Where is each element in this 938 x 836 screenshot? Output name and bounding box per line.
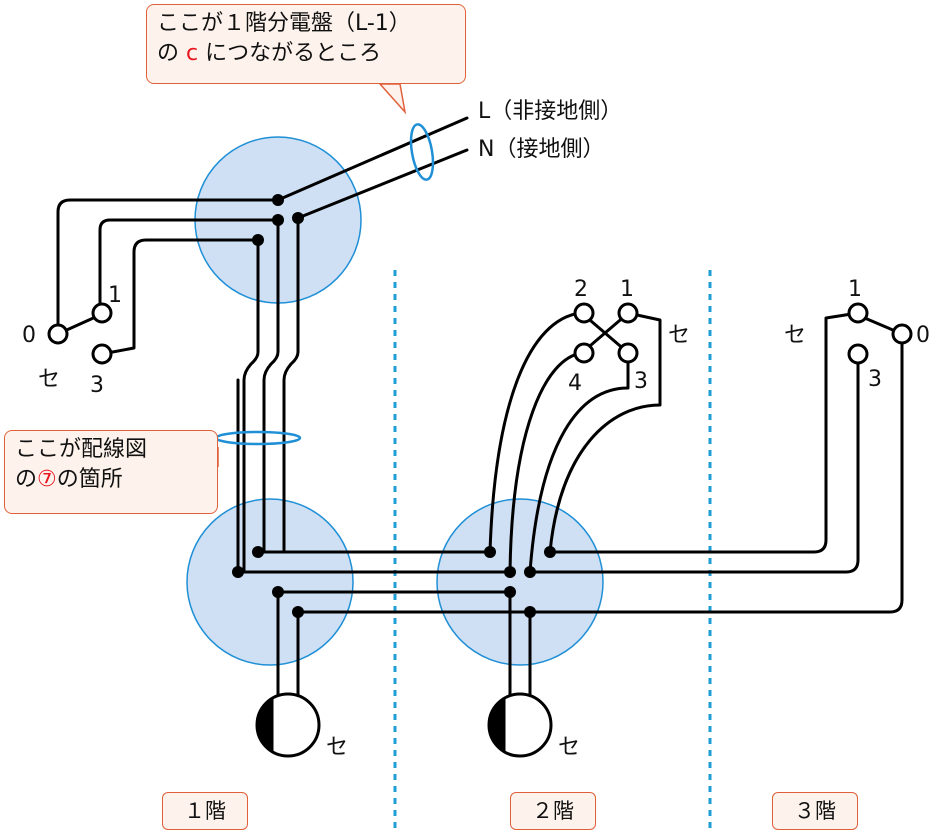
f2-terminal-1: [617, 302, 639, 324]
callout-top: ここが１階分電盤（L-1） の c につながるところ: [146, 4, 466, 84]
f3-terminal-1: [847, 302, 869, 324]
f2-mark: セ: [668, 323, 690, 348]
callout-mid: ここが配線図 の⑦の箇所: [4, 430, 218, 514]
wire-run-to-f3-0: [528, 332, 904, 614]
bundle-marker-mid: [214, 430, 302, 446]
callout-mid-line2: の⑦の箇所: [15, 465, 207, 495]
wire-f1-switch-0: [56, 198, 280, 336]
wire-vertical-b: [262, 218, 280, 554]
f2-terminal-3: [617, 342, 639, 364]
lamp-floor2: [487, 692, 553, 758]
f1-mark: セ: [38, 367, 60, 392]
wire-f2-4: [508, 351, 584, 574]
f1-label-1: 1: [108, 283, 122, 308]
callout-mid-line1: ここが配線図: [15, 437, 148, 462]
wire-f2-1: [548, 311, 662, 554]
junction-box-floor1: [186, 498, 354, 666]
f2-label-3: 3: [634, 369, 648, 394]
supply-n-label: N（接地側）: [478, 137, 604, 162]
callout-top-line2-post: につながるところ: [198, 41, 382, 66]
f1-terminal-0: [47, 323, 69, 345]
bundle-marker-top: [409, 123, 435, 181]
callout-mid-accent: ⑦: [37, 467, 57, 492]
floor-label-2: ２階: [510, 792, 596, 830]
lamp-floor1: [255, 692, 321, 758]
supply-wire-n: [296, 148, 469, 220]
wire-vertical-c: [282, 216, 300, 554]
supply-l-label: L（非接地側）: [478, 99, 622, 124]
floor-label-3: ３階: [772, 792, 858, 830]
wire-f1-switch-1: [98, 218, 280, 315]
f3-terminal-0: [891, 323, 913, 345]
f2-label-4: 4: [568, 371, 582, 396]
callout-top-line2-pre: の: [157, 41, 186, 66]
junction-box-floor2: [436, 498, 604, 666]
lamp1-mark: セ: [326, 735, 348, 760]
f1-terminal-3: [91, 343, 113, 365]
f2-cross-b: [582, 313, 628, 353]
callout-top-line2: の c につながるところ: [157, 39, 455, 69]
callout-top-accent: c: [186, 41, 199, 66]
f2-label-1: 1: [620, 277, 634, 302]
supply-wire-l: [276, 116, 469, 202]
callout-top-pointer: [378, 83, 407, 115]
callout-top-line1: ここが１階分電盤（L-1）: [157, 11, 411, 36]
wire-vertical-a: [242, 238, 260, 574]
callout-mid-line2-pre: の: [15, 467, 38, 492]
f2-label-2: 2: [574, 277, 588, 302]
f1-label-0: 0: [22, 323, 36, 348]
wire-f2-3: [528, 354, 630, 574]
f3-label-1: 1: [848, 277, 862, 302]
f3-mark: セ: [784, 323, 806, 348]
f2-terminal-4: [573, 342, 595, 364]
lamp2-mark: セ: [558, 735, 580, 760]
f3-label-0: 0: [916, 323, 930, 348]
wire-run-to-f3-3: [528, 352, 860, 574]
floor-label-1: １階: [162, 792, 248, 830]
f1-terminal-1: [91, 302, 113, 324]
callout-mid-line2-post: の箇所: [56, 467, 123, 492]
f2-terminal-2: [573, 302, 595, 324]
wire-run-to-f3-1: [548, 311, 860, 554]
wire-f2-2: [488, 311, 582, 554]
f3-label-3: 3: [868, 367, 882, 392]
f3-terminal-3: [847, 343, 869, 365]
f1-label-3: 3: [90, 373, 104, 398]
wire-f1-switch-3: [100, 238, 260, 356]
